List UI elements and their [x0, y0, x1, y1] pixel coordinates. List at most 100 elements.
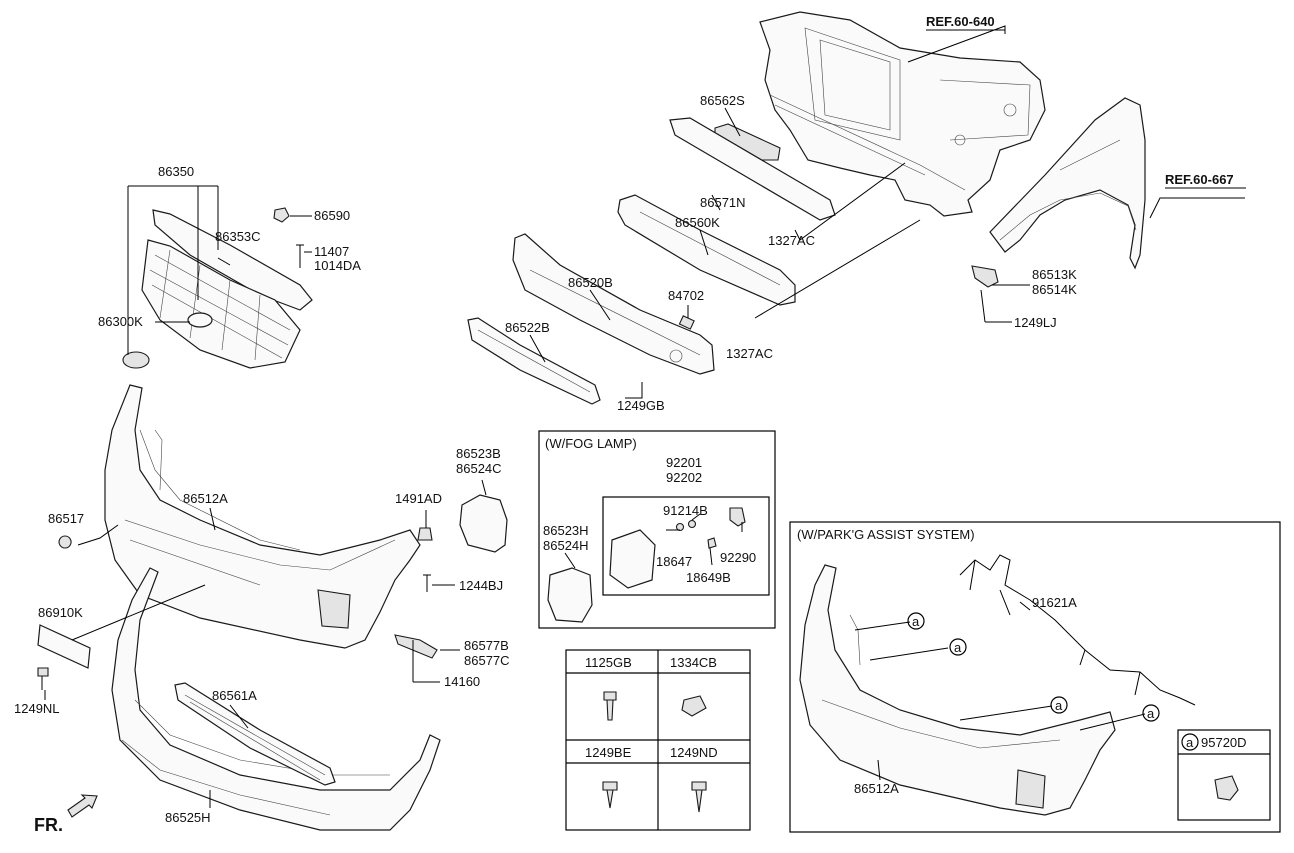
- emblem-drawing: [122, 351, 150, 369]
- park-assist-title: (W/PARK'G ASSIST SYSTEM): [797, 527, 975, 542]
- part-86571N-drawing: [669, 117, 836, 221]
- reference-labels: REF.60-640 REF.60-667: [926, 14, 1246, 189]
- callout-86560K[interactable]: 86560K: [675, 215, 720, 230]
- callout-86577C[interactable]: 86577C: [464, 653, 510, 668]
- fog-lamp-subbox: [602, 496, 770, 596]
- park-assist-box: [789, 521, 1281, 833]
- callout-86524H[interactable]: 86524H: [543, 538, 589, 553]
- callout-14160[interactable]: 14160: [444, 674, 480, 689]
- marker-a-4: [1142, 704, 1160, 722]
- hardware-cell-1[interactable]: 1125GB: [585, 655, 632, 670]
- callout-86524C[interactable]: 86524C: [456, 461, 502, 476]
- callout-92202[interactable]: 92202: [666, 470, 702, 485]
- fog-lamp-box: [538, 430, 776, 629]
- part-86523H-drawing: [547, 567, 593, 623]
- callout-86512A[interactable]: 86512A: [183, 491, 228, 506]
- callout-18649B[interactable]: 18649B: [686, 570, 731, 585]
- part-86577B-drawing: [394, 634, 438, 659]
- callout-86300K[interactable]: 86300K: [98, 314, 143, 329]
- part-1249NL-drawing: [37, 667, 49, 690]
- callout-1249NL[interactable]: 1249NL: [14, 701, 60, 716]
- callout-86523H[interactable]: 86523H: [543, 523, 589, 538]
- ref-radiator-support[interactable]: REF.60-640: [926, 14, 995, 29]
- hardware-cell-2[interactable]: 1334CB: [670, 655, 717, 670]
- part-91214B-drawing: [687, 519, 697, 529]
- part-18649B-drawing: [707, 537, 717, 549]
- callout-86513K[interactable]: 86513K: [1032, 267, 1077, 282]
- marker-a-1: [907, 612, 925, 630]
- marker-a-2-label: a: [954, 640, 962, 655]
- ref-fender[interactable]: REF.60-667: [1165, 172, 1234, 187]
- marker-a-sensor-label: a: [1186, 735, 1194, 750]
- callout-86522B[interactable]: 86522B: [505, 320, 550, 335]
- fog-lamp-drawing: [609, 529, 656, 589]
- callout-86512A-park[interactable]: 86512A: [854, 781, 899, 796]
- part-86561A-drawing: [174, 682, 336, 786]
- marker-a-sensor: [1181, 733, 1199, 751]
- wiring-harness-drawing: [959, 554, 1196, 706]
- callout-86571N[interactable]: 86571N: [700, 195, 746, 210]
- callout-1491AD[interactable]: 1491AD: [395, 491, 442, 506]
- marker-a-2: [949, 638, 967, 656]
- callout-1244BJ[interactable]: 1244BJ: [459, 578, 503, 593]
- callout-91621A[interactable]: 91621A: [1032, 595, 1077, 610]
- park-assist-labels: (W/PARK'G ASSIST SYSTEM) 91621A 86512A a…: [797, 527, 1247, 796]
- part-11407-drawing: [296, 244, 304, 268]
- callout-86523B[interactable]: 86523B: [456, 446, 501, 461]
- callout-86561A[interactable]: 86561A: [212, 688, 257, 703]
- hardware-cell-3[interactable]: 1249BE: [585, 745, 632, 760]
- callout-11407[interactable]: 11407: [314, 244, 349, 259]
- part-92290-drawing: [729, 507, 746, 527]
- callout-92290[interactable]: 92290: [720, 550, 756, 565]
- part-84702-drawing: [678, 315, 695, 330]
- callout-86590[interactable]: 86590: [314, 208, 350, 223]
- callout-86525H[interactable]: 86525H: [165, 810, 211, 825]
- hardware-table-labels: 1125GB 1334CB 1249BE 1249ND: [585, 655, 718, 760]
- callout-91214B[interactable]: 91214B: [663, 503, 708, 518]
- radiator-grille-drawing: [141, 209, 313, 369]
- marker-a-3-label: a: [1055, 698, 1063, 713]
- leader-lines: [44, 25, 1245, 808]
- callout-86577B[interactable]: 86577B: [464, 638, 509, 653]
- part-86523B-drawing: [459, 494, 508, 553]
- callout-1327AC-upper[interactable]: 1327AC: [768, 233, 815, 248]
- part-1491AD-drawing: [417, 527, 433, 541]
- screw-1249ND-icon: [691, 781, 707, 813]
- part-18647-drawing: [675, 522, 685, 532]
- callout-86910K[interactable]: 86910K: [38, 605, 83, 620]
- part-86910K-drawing: [37, 624, 91, 669]
- callout-92201[interactable]: 92201: [666, 455, 702, 470]
- hardware-table: [565, 649, 751, 831]
- callout-95720D[interactable]: 95720D: [1201, 735, 1247, 750]
- callout-1327AC-lower[interactable]: 1327AC: [726, 346, 773, 361]
- part-86590-drawing: [273, 207, 290, 223]
- callout-86353C[interactable]: 86353C: [215, 229, 261, 244]
- callout-84702[interactable]: 84702: [668, 288, 704, 303]
- marker-a-1-label: a: [912, 614, 920, 629]
- callout-18647[interactable]: 18647: [656, 554, 692, 569]
- part-86517-drawing: [58, 535, 72, 549]
- marker-a-3: [1050, 696, 1068, 714]
- part-86520B-drawing: [512, 233, 715, 375]
- callout-86517[interactable]: 86517: [48, 511, 84, 526]
- callout-86350[interactable]: 86350: [158, 164, 194, 179]
- marker-a-4-label: a: [1147, 706, 1155, 721]
- bolt-1125GB-icon: [603, 691, 617, 721]
- front-indicator: FR.: [34, 815, 63, 835]
- fender-drawing: [989, 97, 1146, 270]
- callout-86562S[interactable]: 86562S: [700, 93, 745, 108]
- front-arrow-icon: [67, 794, 98, 818]
- callout-1014DA[interactable]: 1014DA: [314, 258, 361, 273]
- fog-lamp-title: (W/FOG LAMP): [545, 436, 637, 451]
- callout-1249LJ[interactable]: 1249LJ: [1014, 315, 1057, 330]
- callout-1249GB[interactable]: 1249GB: [617, 398, 665, 413]
- park-assist-bumper-drawing: [799, 564, 1116, 816]
- callout-86520B[interactable]: 86520B: [568, 275, 613, 290]
- hardware-cell-4[interactable]: 1249ND: [670, 745, 718, 760]
- sensor-95720D-drawing: [1214, 775, 1239, 801]
- callout-86514K[interactable]: 86514K: [1032, 282, 1077, 297]
- lower-bumper-drawing: [111, 567, 441, 831]
- part-1244BJ-drawing: [423, 574, 431, 592]
- sensor-box: [1177, 729, 1271, 821]
